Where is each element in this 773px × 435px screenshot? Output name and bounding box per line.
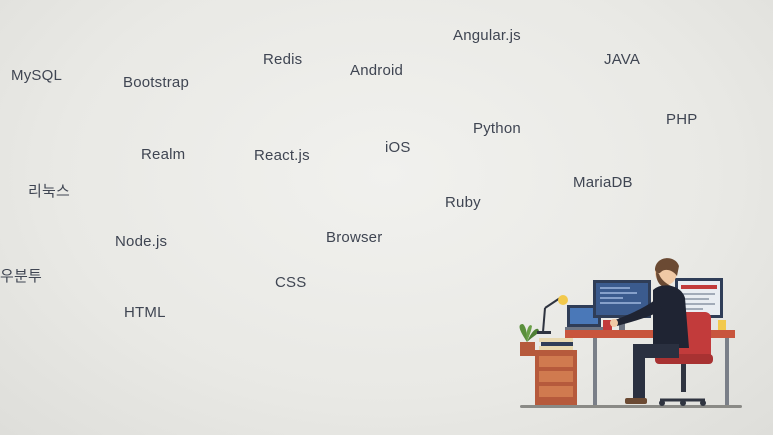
term-ubuntu: 우분투 [0, 268, 43, 285]
term-linux: 리눅스 [28, 183, 71, 200]
term-redis: Redis [263, 51, 303, 68]
developer-at-desk-icon [519, 258, 742, 408]
term-bootstrap: Bootstrap [123, 74, 190, 91]
term-css: CSS [275, 274, 307, 291]
term-react: React.js [254, 147, 310, 164]
term-nodejs: Node.js [115, 233, 168, 250]
term-browser: Browser [326, 229, 383, 246]
term-angular: Angular.js [453, 27, 521, 44]
term-java: JAVA [604, 51, 641, 68]
term-python: Python [473, 120, 521, 137]
term-realm: Realm [141, 146, 186, 163]
term-ios: iOS [385, 139, 411, 156]
term-php: PHP [666, 111, 698, 128]
term-html: HTML [124, 304, 166, 321]
term-mysql: MySQL [11, 67, 63, 84]
term-android: Android [350, 62, 404, 79]
term-mariadb: MariaDB [573, 174, 633, 191]
term-ruby: Ruby [445, 194, 481, 211]
